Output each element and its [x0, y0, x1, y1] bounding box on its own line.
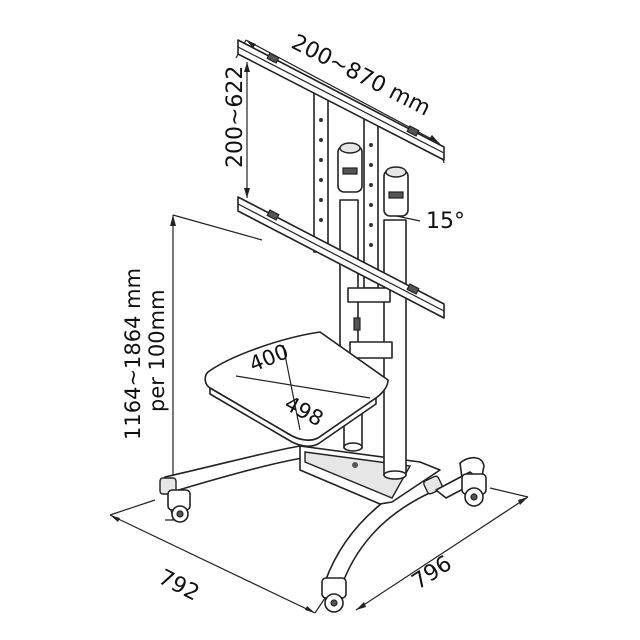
tilt-bracket-left [337, 142, 363, 193]
caster-right [461, 473, 487, 507]
vesa-arm-top [237, 39, 445, 161]
base-width-label: 792 [154, 565, 203, 606]
height-step-label: per 100mm [145, 289, 169, 412]
caster-left [167, 489, 191, 523]
tilt-angle-label: 15° [426, 209, 465, 234]
dim-base-depth [355, 487, 529, 611]
vertical-rail-right [363, 117, 379, 289]
height-clamp [347, 287, 393, 359]
caster-front [321, 577, 347, 613]
base-depth-label: 796 [408, 551, 457, 595]
dim-vesa-height [244, 62, 250, 198]
height-range-label: 1164~1864 mm [121, 268, 145, 440]
tilt-bracket-right [383, 166, 409, 217]
shelf [204, 331, 389, 447]
dim-base-width [109, 499, 326, 614]
vesa-height-label: 200~622 [223, 66, 248, 168]
vertical-rail-left [313, 91, 329, 253]
vesa-arm-bottom [237, 196, 445, 319]
